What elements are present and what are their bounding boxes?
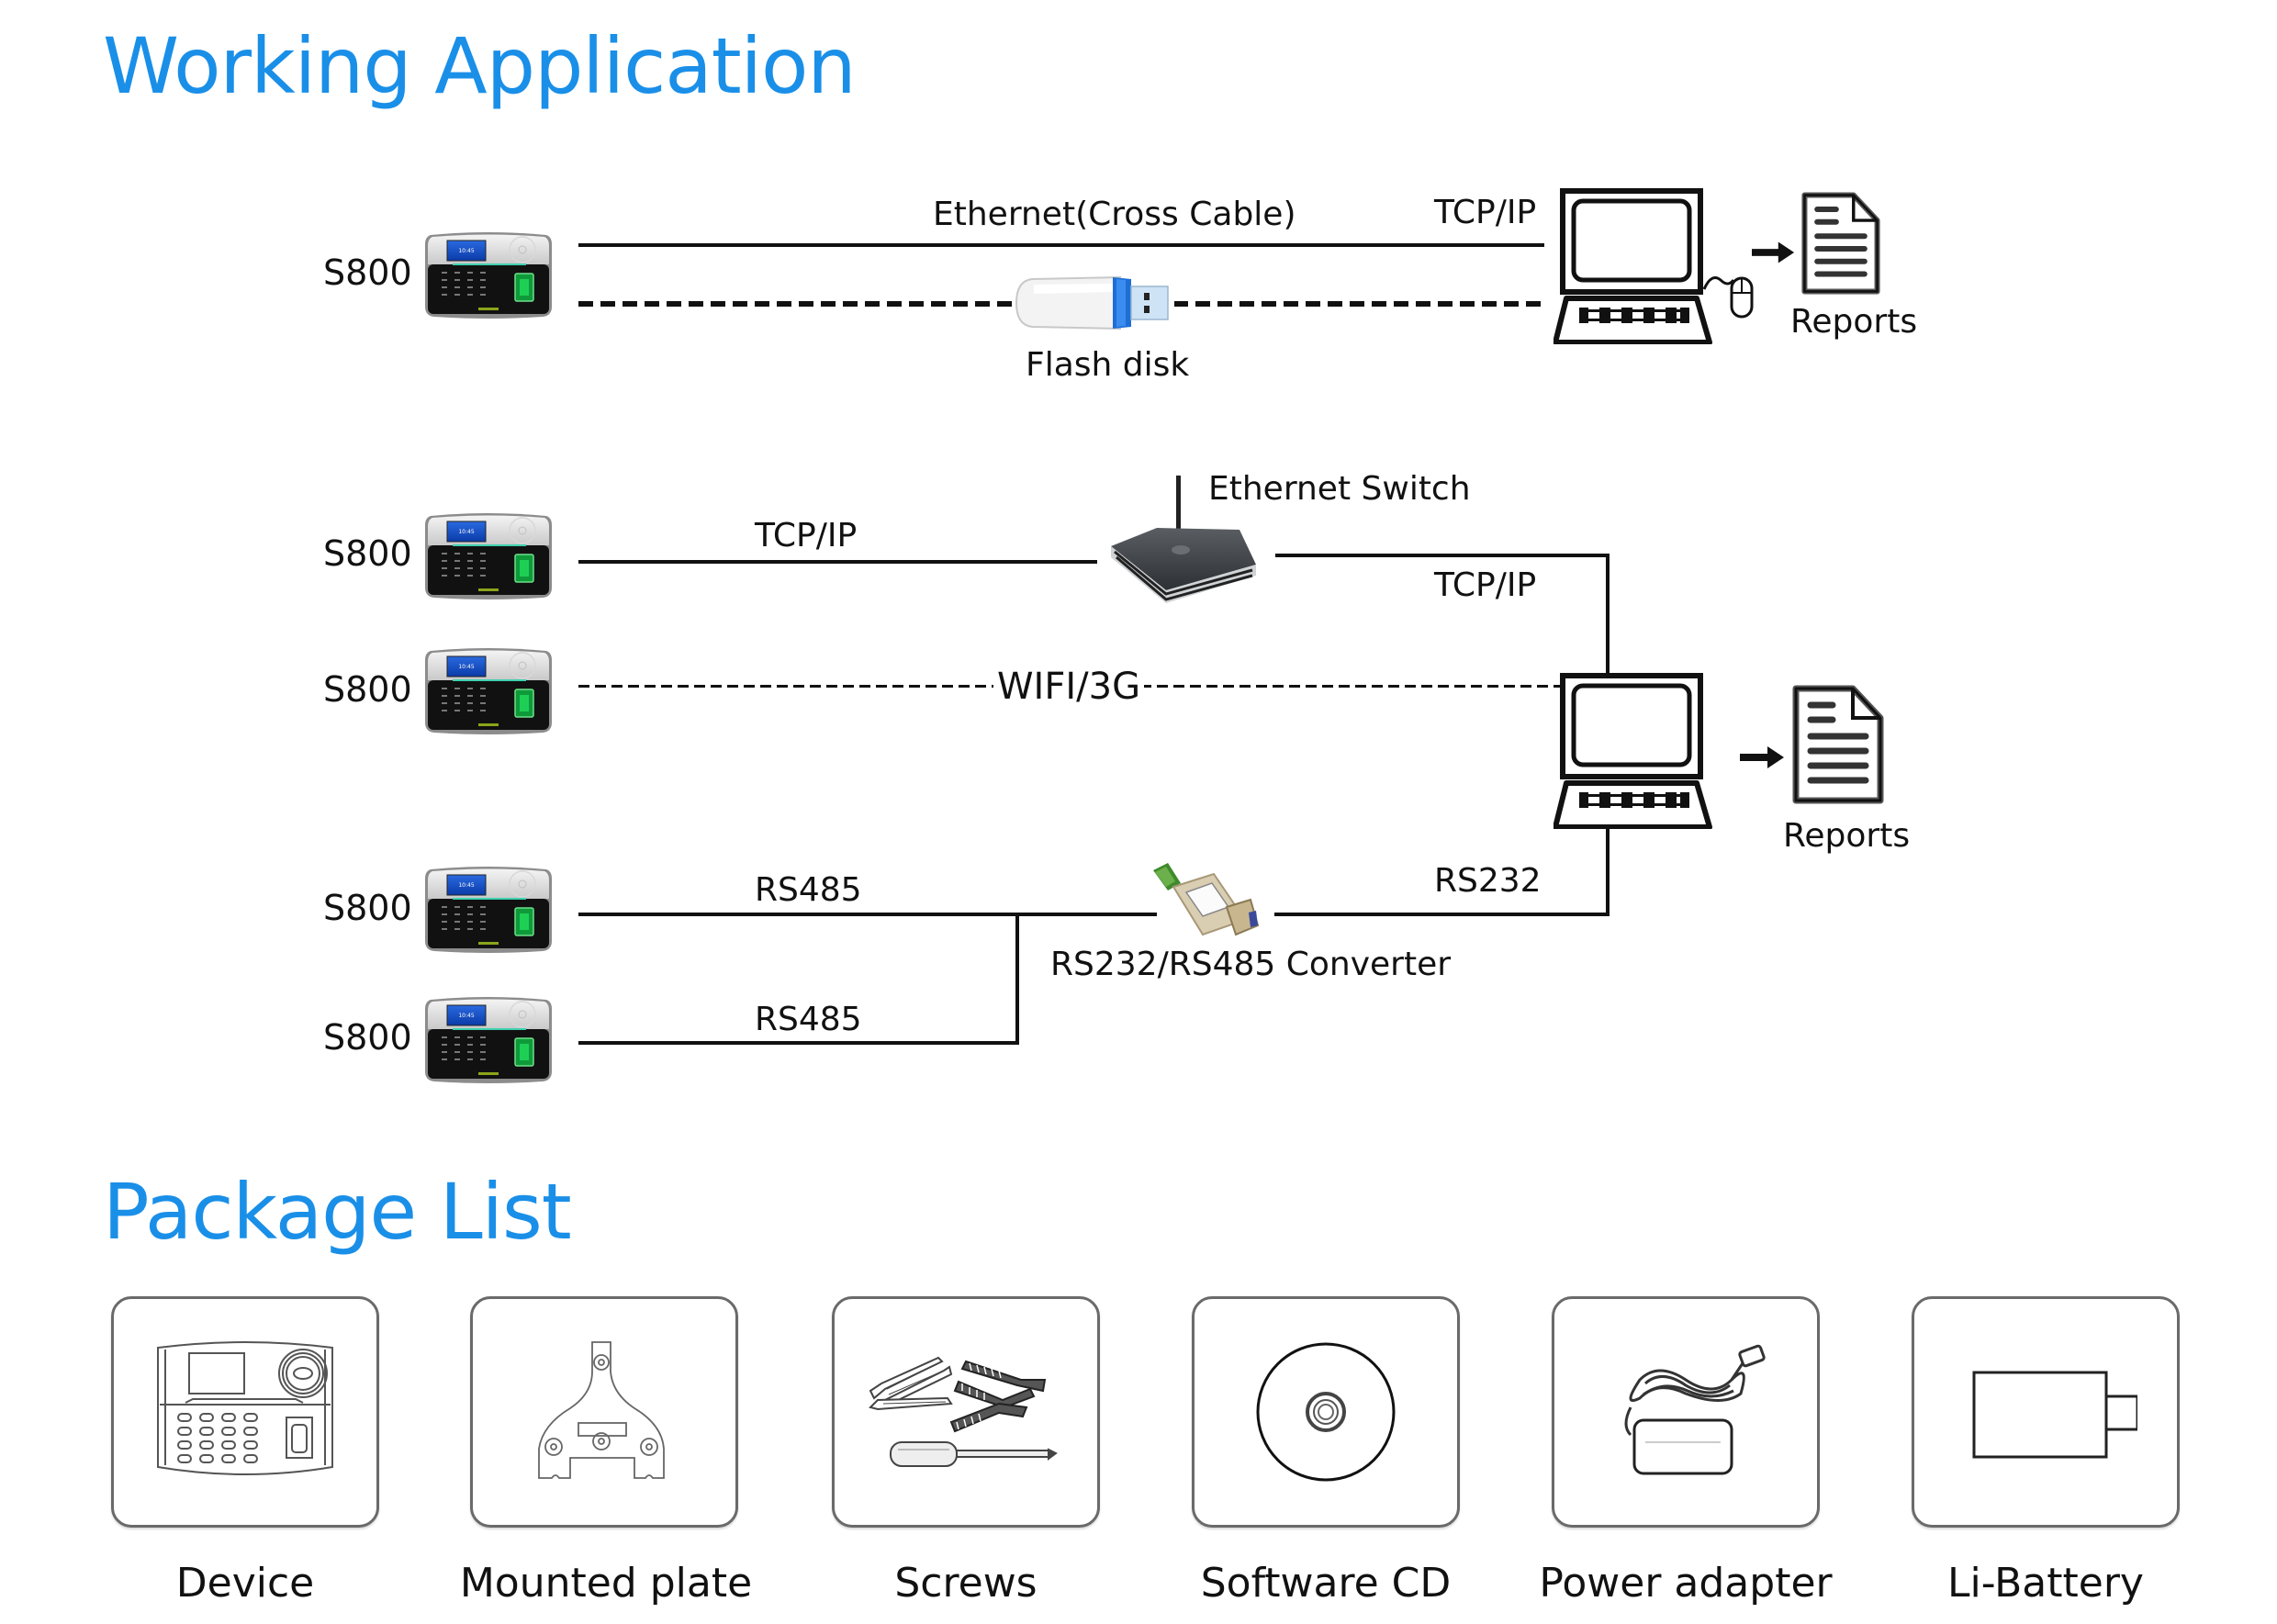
package-item-label: Software CD [1200,1560,1452,1607]
package-item-screws [832,1296,1100,1528]
tcpip-label: TCP/IP [1434,194,1537,231]
computer-icon[interactable] [1554,188,1719,344]
reports-label: Reports [1783,817,1911,855]
flash-disk-label: Flash disk [1026,346,1190,384]
s800-device-icon [425,864,552,954]
package-item-software-cd [1192,1296,1460,1528]
device-icon [157,1341,333,1475]
package-item-label: Device [175,1560,315,1607]
computer-icon[interactable] [1554,673,1719,829]
rs485-junction-line [1015,913,1019,1045]
package-list-title: Package List [103,1167,572,1257]
reports-label: Reports [1790,303,1918,341]
tcpip-line [578,560,1097,564]
converter-label: RS232/RS485 Converter [1050,946,1452,983]
rs232-line [1274,913,1610,916]
battery-icon [1972,1371,2137,1459]
rs485-line [578,1041,1019,1045]
cd-icon [1256,1342,1396,1482]
flash-disk-icon [1014,274,1174,332]
device-label: S800 [323,888,412,928]
arrow-right-icon [1752,239,1796,266]
ethernet-cable-line [578,243,1544,247]
device-label: S800 [323,1017,412,1058]
ethernet-switch-icon [1111,476,1256,603]
package-item-mounted-plate [470,1296,738,1528]
screws-icon [869,1356,1058,1467]
package-item-power-adapter [1552,1296,1820,1528]
mounting-plate-icon [538,1341,665,1479]
s800-device-icon [425,230,552,319]
package-item-label: Power adapter [1539,1560,1833,1607]
switch-to-pc-line [1275,554,1610,557]
ethernet-cross-cable-label: Ethernet(Cross Cable) [933,196,1296,233]
package-item-label: Li-Battery [1947,1560,2144,1607]
package-item-label: Mounted plate [459,1560,753,1607]
device-label: S800 [323,669,412,710]
rs232-rs485-converter-icon [1153,863,1260,936]
report-document-icon[interactable] [1801,191,1880,296]
device-label: S800 [323,533,412,574]
working-application-title: Working Application [103,21,857,111]
s800-device-icon [425,510,552,600]
package-item-label: Screws [894,1560,1038,1607]
s800-device-icon [425,994,552,1084]
s800-device-icon [425,645,552,735]
package-item-device [111,1296,379,1528]
tcpip-label: TCP/IP [1434,566,1537,604]
rs485-line [578,913,1157,916]
package-item-li-battery [1912,1296,2180,1528]
wifi-3g-label: WIFI/3G [993,668,1145,705]
power-adapter-icon [1624,1344,1766,1475]
arrow-right-icon [1740,744,1786,771]
rs485-label: RS485 [755,1001,862,1038]
rs485-label: RS485 [755,871,862,909]
device-label: S800 [323,252,412,293]
rs232-label: RS232 [1434,862,1542,900]
tcpip-label: TCP/IP [755,517,858,554]
mouse-icon [1702,276,1754,319]
rs232-line-vertical [1606,826,1610,916]
report-document-icon[interactable] [1792,684,1884,805]
switch-to-pc-line-vertical [1606,554,1610,674]
ethernet-switch-label: Ethernet Switch [1208,470,1471,508]
